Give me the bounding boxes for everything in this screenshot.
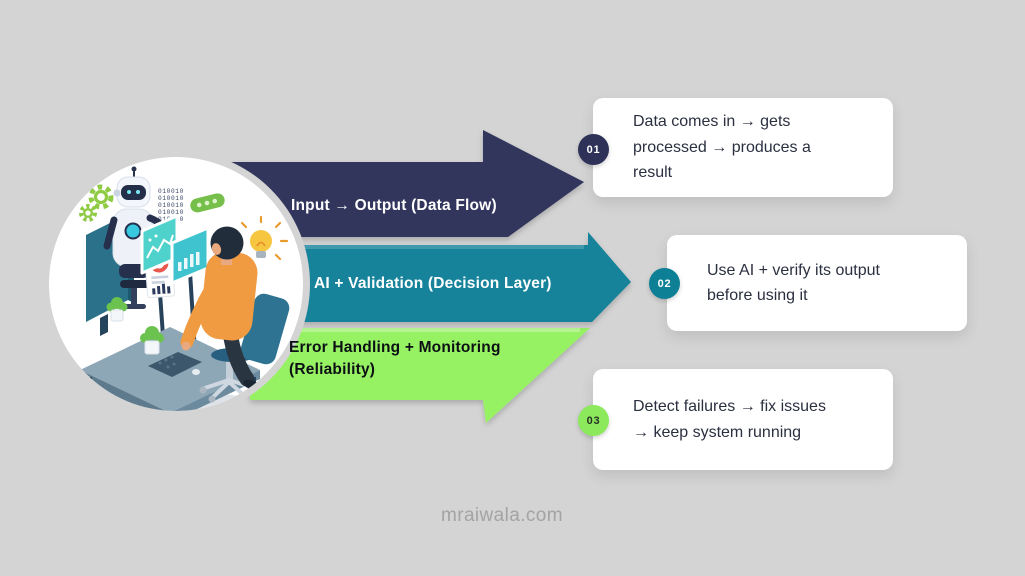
keyboard-icon: [148, 352, 202, 377]
arrow-reliability: [250, 328, 590, 423]
card-text-line: Use AI + verify its output: [707, 261, 880, 279]
step-card-3: Detect failures → fix issues → keep syst…: [593, 369, 893, 470]
illustration-circle: 010010 010010 010010 010010 010010: [42, 150, 310, 418]
teal-arrow-highlight: [240, 245, 584, 249]
card-text-line: result: [633, 164, 673, 182]
arrow-label-decision-layer: AI + Validation (Decision Layer): [314, 275, 552, 292]
step-card-2-text: Use AI + verify its output before using …: [667, 258, 967, 309]
arrow-data-flow: [215, 130, 584, 237]
card-text-line: Data comes in → gets: [633, 113, 791, 131]
step-badge-01: 01: [578, 134, 609, 165]
arrow-label-line: (Reliability): [289, 360, 376, 378]
watermark-text: mraiwala.com: [441, 505, 563, 526]
svg-text:010010: 010010: [158, 195, 184, 202]
plant-icon: [106, 297, 128, 322]
arrow-label-reliability: Error Handling + Monitoring (Reliability…: [289, 337, 539, 380]
step-badge-03: 03: [578, 405, 609, 436]
step-card-3-text: Detect failures → fix issues → keep syst…: [593, 394, 893, 445]
arrow-label-data-flow: Input → Output (Data Flow): [291, 197, 497, 214]
gears-icon: [79, 184, 114, 222]
step-card-2: Use AI + verify its output before using …: [667, 235, 967, 331]
plant-icon: [140, 326, 164, 355]
arrow-label-line: Error Handling + Monitoring: [289, 339, 501, 356]
step-card-1-text: Data comes in → gets processed → produce…: [593, 109, 893, 186]
svg-text:010010: 010010: [158, 202, 184, 209]
card-text-line: before using it: [707, 287, 808, 304]
pill-chip-icon: [190, 193, 225, 213]
card-text-line: processed → produces a: [633, 138, 811, 156]
step-badge-02: 02: [649, 268, 680, 299]
svg-text:010010: 010010: [158, 188, 184, 195]
green-arrow-highlight: [250, 328, 580, 332]
lightbulb-icon: [240, 215, 289, 261]
arrow-decision-layer: [240, 232, 631, 322]
person-figure: [180, 226, 290, 403]
card-text-line: Detect failures → fix issues: [633, 398, 826, 415]
step-card-1: Data comes in → gets processed → produce…: [593, 98, 893, 197]
svg-text:010010: 010010: [158, 209, 184, 216]
card-text-line: → keep system running: [633, 423, 802, 441]
